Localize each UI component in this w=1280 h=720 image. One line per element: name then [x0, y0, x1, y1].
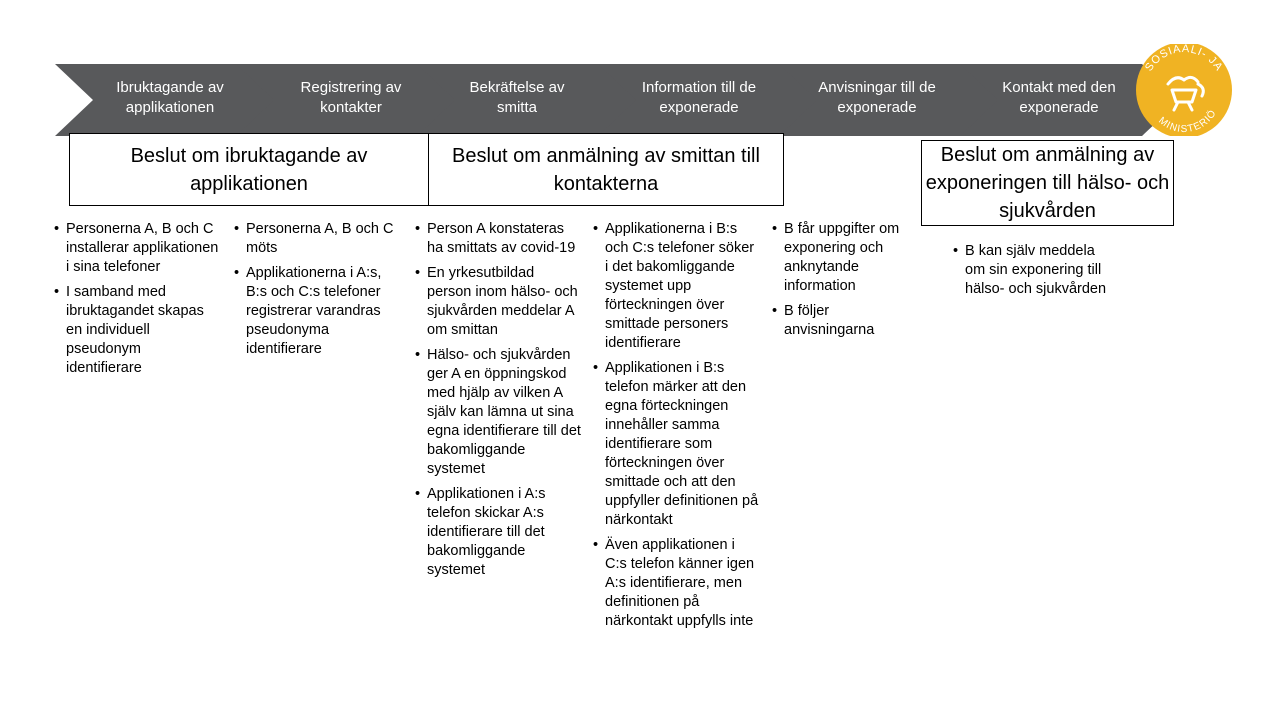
decision-box-3: Beslut om anmälning av exponeringen till… [921, 140, 1174, 226]
chevron-label-4: Information till de exponerade [641, 79, 757, 116]
bullet-item: I samband med ibruktagandet skapas en in… [54, 283, 220, 378]
chevron-step-1 [55, 64, 275, 136]
bullet-item: Hälso- och sjukvården ger A en öppningsk… [415, 346, 581, 479]
chevron-label-1: Ibruktagande av applikationen [116, 79, 224, 116]
step-5-details: B får uppgifter om exponering och anknyt… [772, 220, 922, 346]
step-1-details: Personerna A, B och C installerar applik… [54, 220, 220, 384]
bullet-item: B kan själv meddela om sin exponering ti… [953, 242, 1113, 299]
decision-box-2: Beslut om anmälning av smittan till kont… [428, 133, 784, 206]
chevron-label-2: Registrering av kontakter [300, 79, 402, 116]
bullet-item: Person A konstateras ha smittats av covi… [415, 220, 581, 258]
bullet-item: Personerna A, B och C installerar applik… [54, 220, 220, 277]
chevron-step-4 [598, 64, 818, 136]
bullet-item: Applikationen i A:s telefon skickar A:s … [415, 485, 581, 580]
bullet-item: B följer anvisningarna [772, 302, 922, 340]
chevron-step-2 [236, 64, 456, 136]
decision-box-1: Beslut om ibruktagande av applikationen [69, 133, 429, 206]
chevron-label-5: Anvisningar till de exponerade [818, 79, 936, 116]
chevron-label-6: Kontakt med den exponerade [1002, 79, 1116, 116]
step-6-details: B kan själv meddela om sin exponering ti… [953, 242, 1113, 305]
chevron-step-5 [779, 64, 999, 136]
bullet-item: Applikationerna i A:s, B:s och C:s telef… [234, 264, 400, 359]
lion-emblem-icon [1166, 75, 1205, 112]
chevron-step-6 [960, 64, 1180, 136]
bullet-item: Även applikationen i C:s telefon känner … [593, 536, 759, 631]
chevron-label-3: Bekräftelse av smitta [469, 79, 565, 116]
ministry-logo: SOSIAALI- JA MINISTERIÖ [1136, 44, 1232, 136]
step-2-details: Personerna A, B och C möts Applikationer… [234, 220, 400, 365]
bullet-item: Applikationen i B:s telefon märker att d… [593, 359, 759, 530]
step-3-details: Person A konstateras ha smittats av covi… [415, 220, 581, 586]
bullet-item: Personerna A, B och C möts [234, 220, 400, 258]
process-chevron-bar [55, 64, 1180, 136]
chevron-step-3 [417, 64, 637, 136]
bullet-item: Applikationerna i B:s och C:s telefoner … [593, 220, 759, 353]
bullet-item: En yrkesutbildad person inom hälso- och … [415, 264, 581, 340]
step-4-details: Applikationerna i B:s och C:s telefoner … [593, 220, 759, 637]
bullet-item: B får uppgifter om exponering och anknyt… [772, 220, 922, 296]
